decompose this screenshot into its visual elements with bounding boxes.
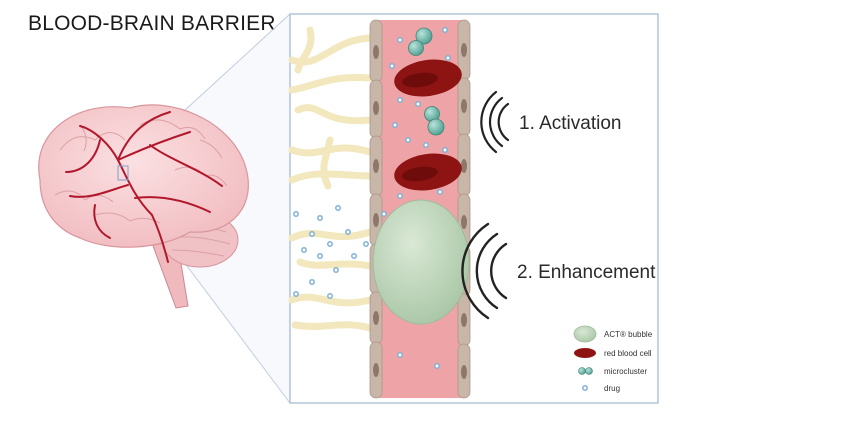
red-blood-cell (394, 59, 462, 97)
legend-microcluster-swatch (578, 367, 593, 375)
legend-microcluster-label: microcluster (604, 367, 647, 376)
legend-bubble-label: ACT® bubble (604, 330, 653, 339)
legend-rbc-label: red blood cell (604, 349, 652, 358)
diagram-title: BLOOD-BRAIN BARRIER (28, 12, 276, 35)
legend: ACT® bubble red blood cell microcluster … (573, 325, 653, 393)
drug-particles (293, 27, 451, 369)
zoom-panel (289, 13, 659, 404)
endothelium-left (369, 19, 383, 399)
step-2-label: 2. Enhancement (517, 262, 656, 283)
legend-bubble-swatch (573, 325, 597, 343)
ultrasound-waves-activation (480, 90, 510, 154)
brain-illustration (38, 104, 249, 309)
act-bubble (372, 199, 470, 325)
astrocyte-processes (288, 26, 374, 332)
microcluster (408, 27, 433, 56)
microcluster (424, 106, 445, 136)
legend-rbc-swatch (574, 348, 596, 358)
legend-drug-label: drug (604, 384, 620, 393)
ultrasound-waves-enhancement (461, 222, 508, 320)
legend-drug-swatch (582, 385, 588, 391)
red-blood-cell (394, 153, 462, 191)
step-1-label: 1. Activation (519, 113, 621, 134)
